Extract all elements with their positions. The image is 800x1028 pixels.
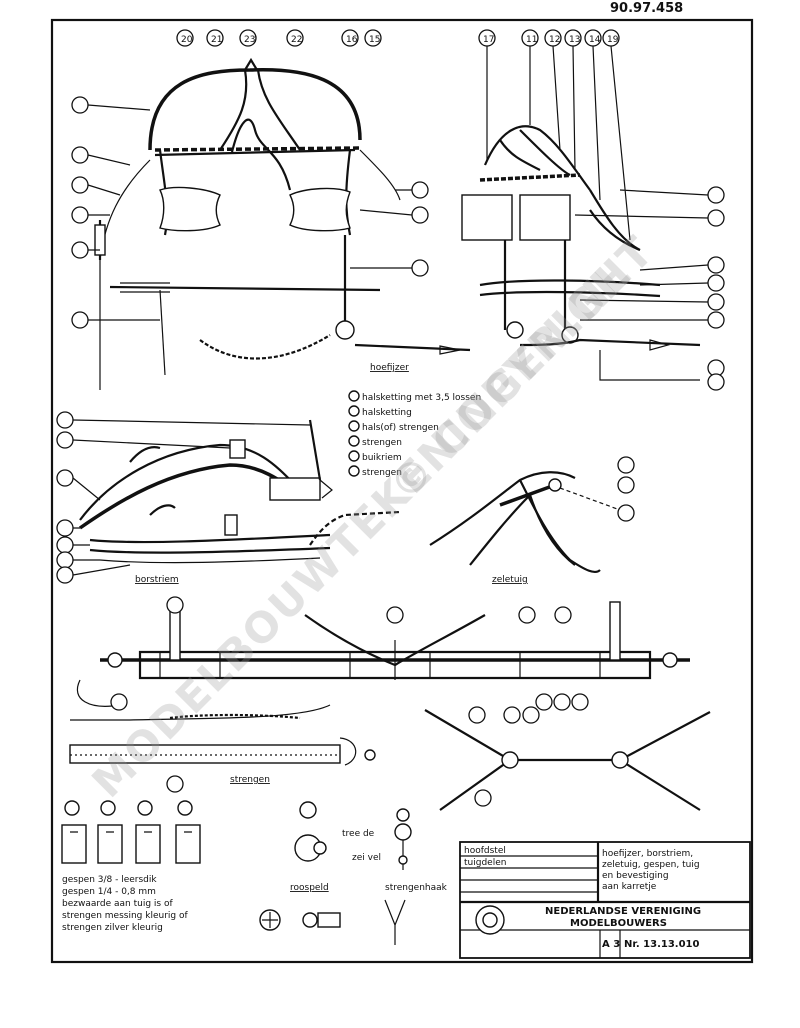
drawing-frame bbox=[50, 18, 754, 964]
ring-details: roospeld tree de zei vel strengenhaak bbox=[259, 801, 448, 945]
callouts-spreader bbox=[468, 706, 540, 807]
note-line: gespen 3/8 - leersdik bbox=[62, 875, 157, 885]
legend-item: hals(of) strengen bbox=[362, 423, 439, 433]
strengen-assembly: strengen bbox=[69, 601, 690, 785]
title-desc: aan karretje bbox=[602, 882, 657, 892]
legend-item: strengen bbox=[362, 468, 402, 478]
svg-text:14: 14 bbox=[589, 35, 601, 45]
trace-spreader bbox=[424, 709, 711, 811]
svg-text:16: 16 bbox=[346, 35, 358, 45]
copyright-watermark: MODELBOUWTEKENINGEN.NL © COPYRIGHT bbox=[82, 226, 663, 807]
zeletuig-label: zeletuig bbox=[492, 575, 528, 585]
note-line: strengen messing kleurig of bbox=[62, 911, 188, 921]
svg-text:22: 22 bbox=[291, 35, 302, 45]
title-row: tuigdelen bbox=[464, 858, 506, 868]
callouts-strengen bbox=[110, 596, 589, 793]
note-line: bezwaarde aan tuig is of bbox=[62, 899, 173, 909]
zeletuig-assembly: zeletuig bbox=[429, 471, 621, 585]
svg-text:23: 23 bbox=[244, 35, 255, 45]
strengenhaak-label: strengenhaak bbox=[385, 883, 448, 893]
title-row: hoofdstel bbox=[464, 846, 506, 856]
legend-item: buikriem bbox=[362, 453, 402, 463]
callouts-zeletuig bbox=[617, 456, 635, 522]
legend-item: halsketting met 3,5 lossen bbox=[362, 393, 481, 403]
callouts-top-right: 17 11 12 13 14 19 bbox=[478, 29, 725, 391]
legend-item: strengen bbox=[362, 438, 402, 448]
callouts-top-left: 20 21 23 22 16 15 bbox=[71, 29, 429, 329]
svg-text:12: 12 bbox=[549, 35, 560, 45]
note-line: strengen zilver kleurig bbox=[62, 923, 163, 933]
parts-legend: halsketting met 3,5 lossen halsketting h… bbox=[348, 390, 481, 478]
drawing-number: 90.97.458 bbox=[610, 1, 683, 16]
note-line: gespen 1/4 - 0,8 mm bbox=[62, 887, 156, 897]
tree-de-label: tree de bbox=[342, 829, 375, 839]
org-name-2: MODELBOUWERS bbox=[570, 918, 667, 929]
side-view-assembly bbox=[461, 125, 701, 381]
svg-text:13: 13 bbox=[569, 35, 580, 45]
svg-text:17: 17 bbox=[483, 35, 494, 45]
svg-text:21: 21 bbox=[211, 35, 222, 45]
org-name: NEDERLANDSE VERENIGING bbox=[545, 906, 701, 917]
legend-item: halsketting bbox=[362, 408, 412, 418]
roospeld-label: roospeld bbox=[290, 883, 329, 893]
title-desc: zeletuig, gespen, tuig bbox=[602, 860, 700, 870]
strengen-label: strengen bbox=[230, 775, 270, 785]
sheet-number: Nr. 13.13.010 bbox=[624, 939, 700, 950]
svg-text:19: 19 bbox=[607, 35, 619, 45]
zei-vel-label: zei vel bbox=[352, 853, 381, 863]
hoefijzer-assembly: hoefijzer bbox=[94, 57, 471, 390]
hoefijzer-label: hoefijzer bbox=[370, 363, 409, 373]
svg-text:15: 15 bbox=[369, 35, 380, 45]
sheet-size: A 3 bbox=[602, 939, 620, 950]
title-desc: en bevestiging bbox=[602, 871, 669, 881]
title-block: hoofdstel tuigdelen hoefijzer, borstriem… bbox=[459, 841, 751, 959]
svg-text:20: 20 bbox=[181, 35, 193, 45]
borstriem-label: borstriem bbox=[135, 575, 179, 585]
buckle-details: gespen 3/8 - leersdik gespen 1/4 - 0,8 m… bbox=[61, 800, 201, 933]
borstriem-assembly: borstriem bbox=[78, 419, 401, 585]
callouts-borstriem bbox=[56, 411, 74, 584]
title-desc: hoefijzer, borstriem, bbox=[602, 849, 693, 859]
svg-text:11: 11 bbox=[526, 35, 537, 45]
